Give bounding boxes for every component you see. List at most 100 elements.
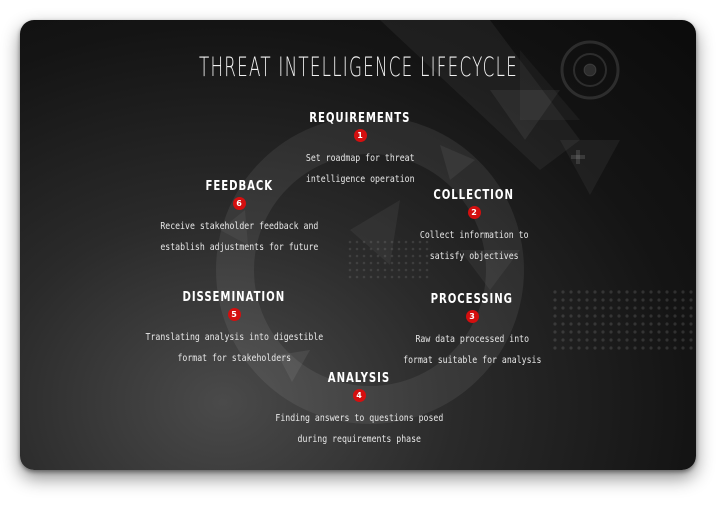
dot: [561, 306, 565, 310]
geometric-shape: [520, 50, 580, 120]
dot: [601, 298, 605, 302]
dot: [362, 254, 366, 258]
dot: [609, 346, 613, 350]
dot: [601, 338, 605, 342]
geometric-shape: [490, 90, 560, 140]
dot: [633, 314, 637, 318]
dot: [657, 290, 661, 294]
dot: [657, 298, 661, 302]
dot: [369, 254, 373, 258]
plus-icon: [571, 150, 585, 164]
dot: [383, 247, 387, 251]
ring-arrow-shape: [278, 350, 310, 382]
dot: [355, 261, 359, 265]
dot: [617, 346, 621, 350]
dot: [673, 290, 677, 294]
dot: [561, 322, 565, 326]
step-description-line: Receive stakeholder feedback and: [160, 221, 318, 232]
step-requirements: REQUIREMENTS 1 Set roadmap for threat in…: [270, 107, 450, 187]
dot: [577, 330, 581, 334]
dot: [369, 247, 373, 251]
dot: [657, 338, 661, 342]
dot: [649, 330, 653, 334]
dot: [665, 322, 669, 326]
dot: [593, 306, 597, 310]
dot: [665, 314, 669, 318]
dot: [593, 298, 597, 302]
dot: [418, 254, 422, 258]
dot: [593, 330, 597, 334]
dot: [601, 306, 605, 310]
dot: [376, 240, 380, 244]
dot: [641, 330, 645, 334]
dot: [569, 322, 573, 326]
step-number-badge: 4: [352, 389, 366, 402]
dot: [383, 261, 387, 265]
dot: [585, 290, 589, 294]
dot: [404, 247, 408, 251]
dot: [673, 330, 677, 334]
dot: [625, 306, 629, 310]
dot: [649, 290, 653, 294]
dot: [561, 290, 565, 294]
dot: [577, 314, 581, 318]
dot: [689, 322, 693, 326]
dot: [633, 330, 637, 334]
dot: [569, 330, 573, 334]
step-description-line: intelligence operation: [305, 173, 415, 185]
dot: [362, 240, 366, 244]
dot: [657, 346, 661, 350]
dot: [369, 240, 373, 244]
dot: [593, 314, 597, 318]
dot: [418, 268, 422, 272]
cycle-ring: [216, 116, 524, 424]
dot: [673, 338, 677, 342]
diagram-title: THREAT INTELLIGENCE LIFECYCLE: [199, 52, 518, 83]
dot: [657, 314, 661, 318]
dot: [585, 306, 589, 310]
step-analysis: ANALYSIS 4 Finding answers to questions …: [239, 367, 479, 447]
dot: [376, 275, 380, 279]
dot: [617, 330, 621, 334]
dot: [601, 330, 605, 334]
dot: [383, 268, 387, 272]
dot: [641, 322, 645, 326]
dot: [609, 330, 613, 334]
dot: [569, 290, 573, 294]
dot: [553, 290, 557, 294]
dot: [553, 346, 557, 350]
dot: [665, 346, 669, 350]
dot: [681, 338, 685, 342]
dot: [665, 330, 669, 334]
dot: [561, 338, 565, 342]
dot: [411, 254, 415, 258]
dot: [369, 261, 373, 265]
dot: [418, 247, 422, 251]
dot: [425, 261, 429, 265]
dot: [404, 254, 408, 258]
step-name: REQUIREMENTS: [309, 111, 411, 126]
dot: [397, 268, 401, 272]
dot: [390, 261, 394, 265]
dot: [609, 290, 613, 294]
dot: [689, 346, 693, 350]
dot: [411, 240, 415, 244]
dot: [355, 275, 359, 279]
dot: [348, 275, 352, 279]
dot: [348, 261, 352, 265]
dot: [657, 330, 661, 334]
dot: [641, 290, 645, 294]
dot: [633, 338, 637, 342]
dot: [404, 268, 408, 272]
dot: [425, 240, 429, 244]
step-number-badge: 1: [353, 129, 367, 142]
dot: [625, 290, 629, 294]
dot: [617, 322, 621, 326]
step-name: DISSEMINATION: [182, 290, 286, 305]
geometric-shape: [560, 140, 620, 195]
step-processing: PROCESSING 3 Raw data processed into for…: [372, 288, 572, 368]
dot: [633, 290, 637, 294]
dot: [569, 298, 573, 302]
dot: [425, 275, 429, 279]
dot: [673, 322, 677, 326]
